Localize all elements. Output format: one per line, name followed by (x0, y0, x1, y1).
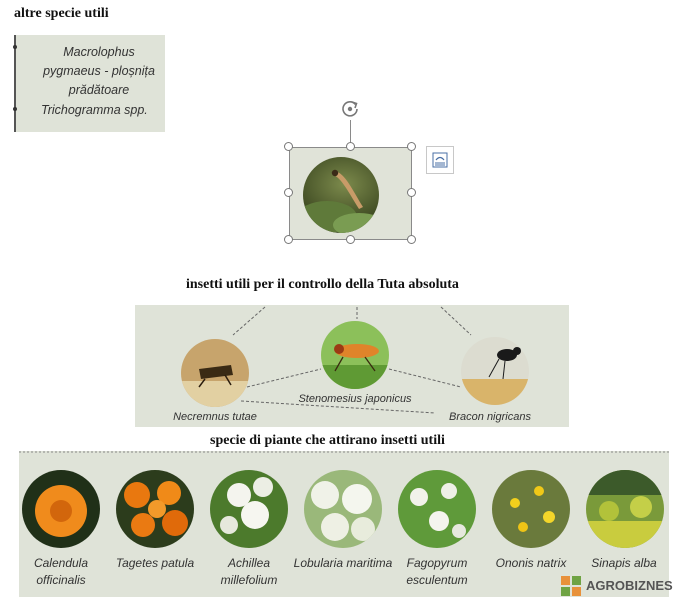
resize-handle-bottom[interactable] (346, 235, 355, 244)
logo-mark-icon (561, 576, 581, 596)
plants-photos (19, 451, 669, 548)
selection-frame (289, 147, 412, 240)
tagetes-photo (116, 470, 194, 548)
layout-options-icon (432, 152, 448, 168)
insect-label: Stenomesius japonicus (298, 393, 412, 405)
ononis-photo (492, 470, 570, 548)
insects-diagram (181, 306, 529, 414)
sinapis-photo (586, 470, 664, 548)
selected-caterpillar-image[interactable] (289, 147, 412, 240)
insects-image[interactable]: Necremnus tutae Stenomesius japonicus Br… (135, 305, 569, 427)
bullet (13, 45, 17, 49)
necremnus-photo (181, 339, 249, 407)
lobularia-photo (304, 470, 382, 548)
bracon-photo (461, 337, 529, 405)
rotate-icon[interactable] (339, 98, 361, 120)
species-line: pygmaeus - ploșnița (43, 64, 155, 78)
resize-handle-left[interactable] (284, 188, 293, 197)
resize-handle-top-right[interactable] (407, 142, 416, 151)
layout-options-button[interactable] (426, 146, 454, 174)
list-rule (14, 35, 16, 132)
achillea-photo (210, 470, 288, 548)
species-line: Trichogramma spp. (41, 103, 148, 117)
stenomesius-photo (321, 321, 389, 389)
resize-handle-bottom-right[interactable] (407, 235, 416, 244)
plant-label: Sinapis alba (591, 556, 657, 570)
rotate-stem (350, 120, 351, 144)
insect-label: Bracon nigricans (449, 411, 531, 423)
species-line: Macrolophus (63, 45, 135, 59)
caterpillar-photo (303, 157, 379, 233)
plant-label: Lobularia maritima (293, 556, 393, 570)
fagopyrum-photo (398, 470, 476, 548)
agrobiznes-logo: AGROBIZNES (560, 575, 680, 597)
plant-label: Tagetes patula (115, 556, 195, 570)
logo-text: AGROBIZNES (586, 578, 673, 593)
resize-handle-right[interactable] (407, 188, 416, 197)
heading-insects: insetti utili per il controllo della Tut… (186, 277, 459, 292)
resize-handle-bottom-left[interactable] (284, 235, 293, 244)
resize-handle-top-left[interactable] (284, 142, 293, 151)
heading-plants: specie di piante che attirano insetti ut… (210, 433, 445, 448)
insect-label: Necremnus tutae (173, 411, 257, 423)
species-line: prădătoare (68, 83, 130, 97)
bullet (13, 107, 17, 111)
resize-handle-top[interactable] (346, 142, 355, 151)
heading-other-species: altre specie utili (14, 6, 109, 21)
calendula-photo (22, 470, 100, 548)
species-list-image[interactable]: Macrolophus pygmaeus - ploșnița prădătoa… (13, 35, 165, 132)
plant-label: Ononis natrix (495, 556, 567, 570)
